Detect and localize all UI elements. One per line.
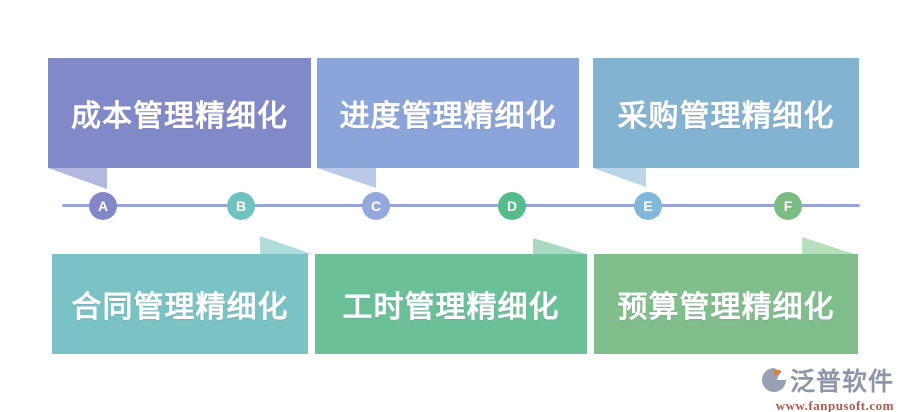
timeline-node-f-label: F [783, 198, 793, 214]
topic-box-cost-label: 成本管理精细化 [71, 100, 288, 133]
topic-box-cost: 成本管理精细化 [48, 58, 311, 168]
timeline-node-e-label: E [643, 198, 653, 214]
tail-pointer-cost [48, 168, 107, 189]
timeline-node-f: F [774, 192, 802, 220]
timeline-node-c-label: C [370, 198, 382, 214]
topic-box-purchase: 采购管理精细化 [593, 58, 859, 168]
timeline-node-d: D [498, 192, 526, 220]
topic-box-hours-label: 工时管理精细化 [342, 291, 560, 324]
tail-pointer-contract [260, 236, 312, 254]
timeline-node-e: E [634, 192, 662, 220]
topic-box-budget: 预算管理精细化 [594, 254, 858, 354]
fanpu-logo-icon [761, 368, 786, 392]
topic-box-contract: 合同管理精细化 [52, 254, 308, 354]
timeline-node-a-label: A [97, 198, 109, 214]
timeline-node-b: B [227, 192, 255, 220]
topic-box-hours: 工时管理精细化 [315, 254, 587, 354]
topic-box-purchase-label: 采购管理精细化 [617, 100, 835, 133]
timeline-line [62, 204, 860, 207]
brand-url: www.fanpusoft.com [775, 398, 894, 412]
fanpu-watermark: 泛普软件 www.fanpusoft.com [761, 362, 894, 412]
timeline-node-d-label: D [506, 198, 518, 214]
timeline-node-b-label: B [235, 198, 247, 214]
tail-pointer-purchase [593, 168, 646, 187]
topic-box-progress-label: 进度管理精细化 [339, 100, 557, 133]
tail-pointer-budget [802, 237, 854, 254]
timeline-node-c: C [362, 192, 390, 220]
brand-name: 泛普软件 [789, 368, 894, 396]
timeline-node-a: A [89, 192, 117, 220]
tail-pointer-hours [533, 238, 586, 254]
tail-pointer-progress [317, 168, 376, 188]
topic-box-contract-label: 合同管理精细化 [71, 291, 289, 324]
topic-box-progress: 进度管理精细化 [317, 58, 579, 168]
topic-box-budget-label: 预算管理精细化 [617, 291, 835, 324]
